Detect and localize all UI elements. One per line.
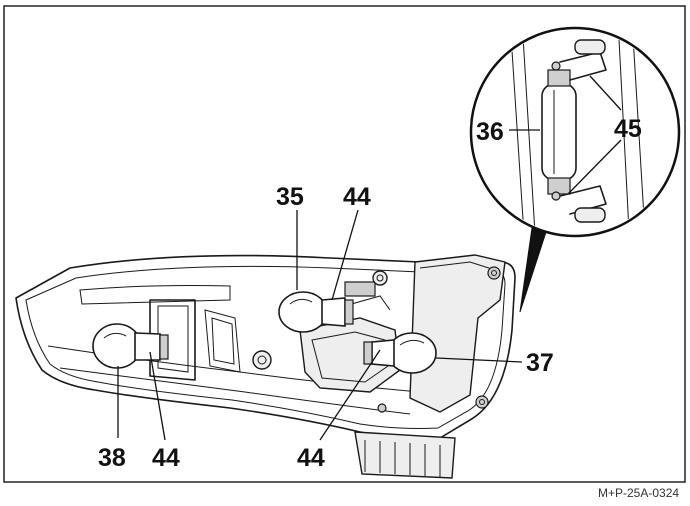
callout-35: 35	[276, 183, 304, 211]
bulb-35	[278, 291, 354, 333]
callout-36: 36	[476, 118, 504, 146]
callout-37: 37	[526, 349, 554, 377]
bulb-38	[92, 323, 169, 369]
callout-44-top: 44	[343, 183, 371, 211]
lamp-housing	[15, 254, 516, 479]
magnifier-pointer	[519, 227, 547, 313]
bulb-37	[363, 332, 437, 374]
callout-38: 38	[98, 444, 126, 472]
callout-44-left: 44	[152, 444, 180, 472]
diagram-border	[3, 5, 686, 483]
leader-lines	[117, 75, 622, 441]
callout-44-bottom: 44	[297, 444, 325, 472]
reference-code: M+P-25A-0324	[598, 486, 679, 500]
callout-45: 45	[614, 115, 642, 143]
detail-magnifier	[469, 26, 681, 313]
